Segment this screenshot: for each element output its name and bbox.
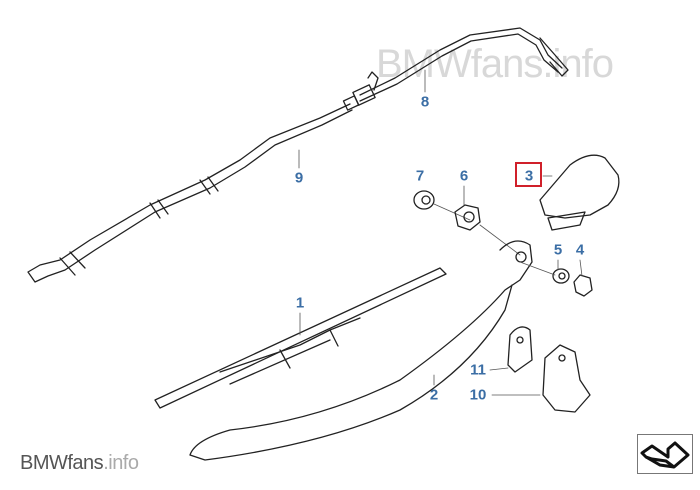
part-9-washer-hose bbox=[27, 95, 360, 283]
part-8-washer-hose bbox=[352, 27, 569, 106]
callout-5[interactable]: 5 bbox=[553, 241, 563, 259]
part-6-nut bbox=[454, 204, 521, 256]
part-1-wiper-blade bbox=[154, 267, 447, 409]
part-7-washer bbox=[413, 190, 471, 221]
logo-brand: BMWfans bbox=[20, 452, 104, 474]
part-2-wiper-arm bbox=[189, 240, 556, 461]
back-button[interactable] bbox=[637, 434, 693, 474]
back-arrow-icon bbox=[640, 441, 690, 469]
logo-tld: .info bbox=[103, 452, 139, 474]
part-10-bracket bbox=[542, 344, 591, 413]
callout-2[interactable]: 2 bbox=[429, 386, 439, 404]
site-logo: BMWfans.info bbox=[20, 452, 139, 475]
part-3-cover-cap bbox=[539, 154, 620, 231]
callout-8[interactable]: 8 bbox=[420, 93, 430, 111]
callout-7[interactable]: 7 bbox=[415, 167, 425, 185]
callout-10[interactable]: 10 bbox=[469, 386, 487, 404]
callout-9[interactable]: 9 bbox=[294, 169, 304, 187]
part-11-bracket bbox=[507, 326, 533, 373]
selected-part-highlight bbox=[515, 162, 542, 187]
callout-1[interactable]: 1 bbox=[295, 294, 305, 312]
watermark: BMWfans.info bbox=[376, 42, 614, 86]
callout-6[interactable]: 6 bbox=[459, 167, 469, 185]
part-4-nut bbox=[573, 274, 593, 297]
callout-11[interactable]: 11 bbox=[470, 361, 486, 379]
callout-4[interactable]: 4 bbox=[575, 241, 585, 259]
callout-3[interactable]: 3 bbox=[524, 167, 534, 185]
part-5-washer bbox=[552, 268, 570, 284]
